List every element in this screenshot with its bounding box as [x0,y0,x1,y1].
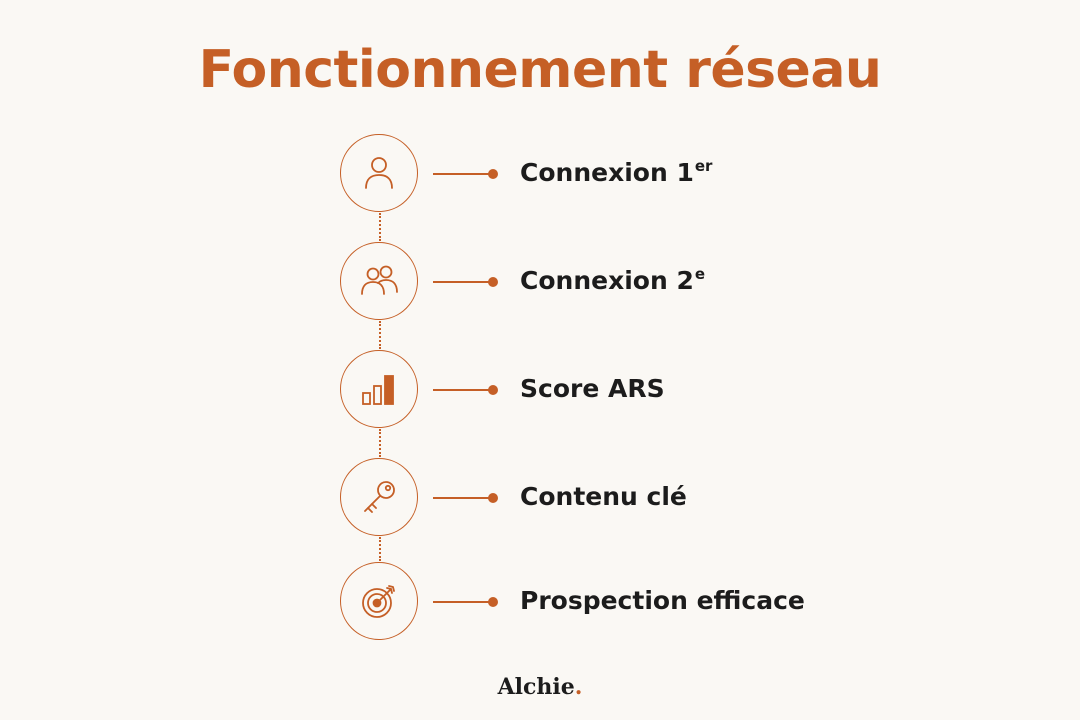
step-second-connection: Connexion 2e [340,242,840,322]
step-icon-circle [340,242,418,320]
connector-dot [488,597,498,607]
step-label: Prospection efficace [520,586,805,615]
brand-dot: . [574,674,583,700]
connector-line [433,601,493,603]
connector-dot [488,385,498,395]
connector-dot [488,169,498,179]
key-icon [364,481,395,513]
users-icon [361,265,398,295]
step-label: Contenu clé [520,482,687,511]
dotted-link-4-5 [379,537,381,561]
step-label: Connexion 1er [520,157,713,187]
dotted-link-3-4 [379,429,381,457]
dotted-link-2-3 [379,321,381,349]
step-icon-circle [340,562,418,640]
connector-line [433,389,493,391]
brand-logo: Alchie. [0,672,1080,702]
step-efficient-prospecting: Prospection efficace [340,562,840,642]
bar-chart-icon [362,375,394,405]
page-title: Fonctionnement réseau [198,40,882,100]
step-icon-circle [340,134,418,212]
step-ars-score: Score ARS [340,350,840,430]
dotted-link-1-2 [379,213,381,241]
step-key-content: Contenu clé [340,458,840,538]
step-label: Score ARS [520,374,665,403]
connector-line [433,281,493,283]
step-first-connection: Connexion 1er [340,134,840,214]
connector-line [433,497,493,499]
brand-name: Alchie [497,674,575,700]
connector-line [433,173,493,175]
step-icon-circle [340,458,418,536]
step-icon-circle [340,350,418,428]
target-icon [362,585,395,618]
user-icon [365,157,393,189]
step-label: Connexion 2e [520,265,706,295]
connector-dot [488,277,498,287]
connector-dot [488,493,498,503]
